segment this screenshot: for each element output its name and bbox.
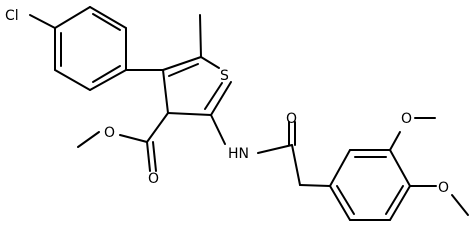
amide-carbonyl-oxygen-label: O (286, 111, 297, 127)
thiophene-ring (162, 56, 232, 116)
methoxy-oxygen-3-label: O (401, 111, 412, 127)
chlorophenyl-ring (54, 6, 127, 91)
dimethoxyphenyl-ring (329, 149, 411, 221)
methoxy-oxygen-4-label: O (438, 180, 449, 196)
ester-ether-oxygen-label: O (104, 125, 115, 141)
methyl-ester-group (77, 112, 169, 172)
molecule-canvas: Cl S O O HN O O O (5, 6, 469, 221)
amide-linkage (210, 114, 331, 187)
c-cl-bond (29, 14, 56, 29)
chlorine-label: Cl (5, 8, 19, 24)
ester-carbonyl-oxygen-label: O (148, 171, 159, 187)
methyl-bond (199, 14, 202, 58)
methoxy-groups (389, 117, 469, 216)
structure-diagram: Cl S O O HN O O O (5, 6, 469, 221)
amide-nh-label: HN (228, 146, 249, 162)
sulfur-label: S (220, 68, 229, 84)
